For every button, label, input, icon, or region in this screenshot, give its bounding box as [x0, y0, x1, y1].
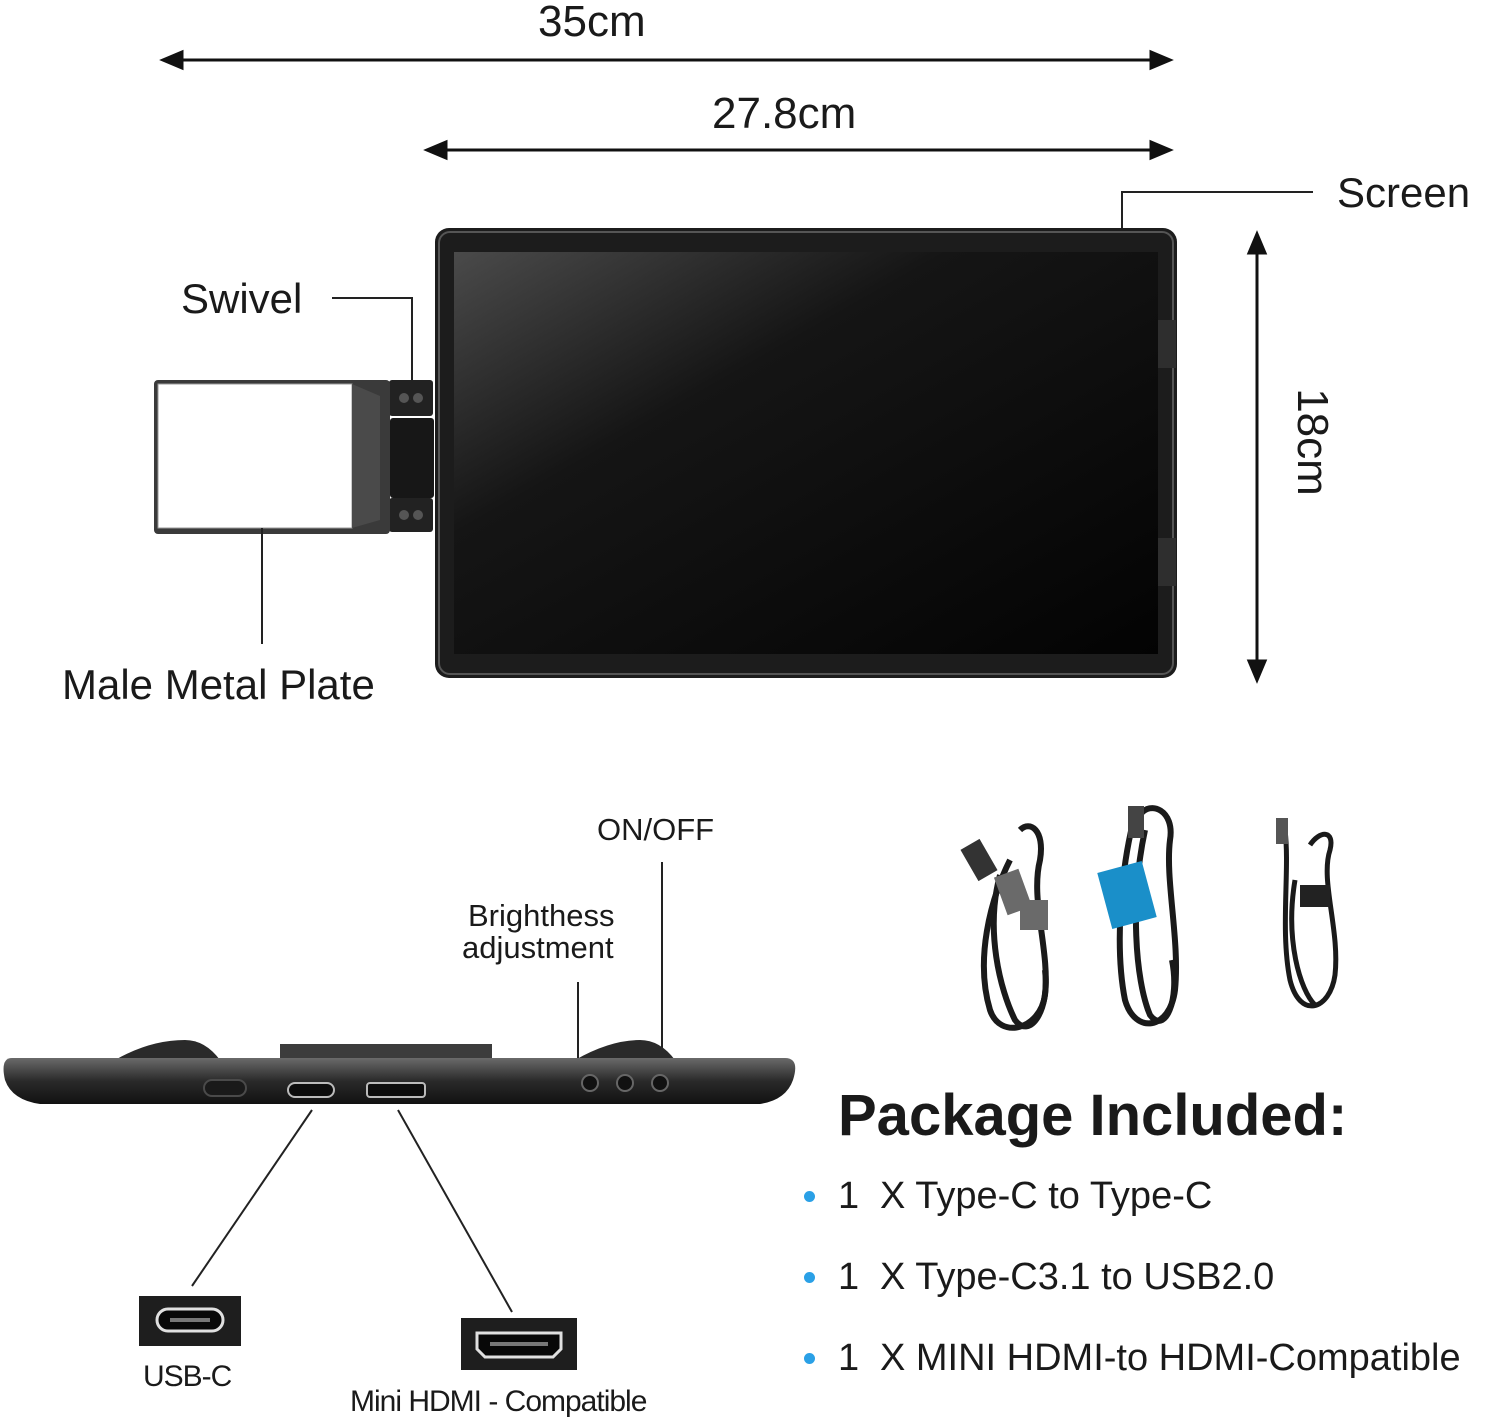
package-list: 1 X Type-C to Type-C 1 X Type-C3.1 to USB2… — [800, 1176, 1461, 1419]
bullet-dot — [804, 1191, 815, 1202]
monitor-front — [435, 228, 1177, 678]
brightness-label-line1: Brighthess — [468, 898, 615, 933]
swivel-label: Swivel — [181, 275, 303, 322]
mini-hdmi-label: Mini HDMI - Compatible — [350, 1385, 647, 1418]
cable-type-c-to-usb — [1097, 805, 1180, 1027]
callout-lines — [191, 191, 1313, 1313]
monitor-side-view — [3, 1040, 796, 1104]
usb-c-port-closeup — [139, 1296, 241, 1346]
package-item-qty: 1 — [838, 1256, 860, 1298]
package-title: Package Included: — [838, 1083, 1348, 1148]
package-item-qty: 1 — [838, 1175, 860, 1217]
dimension-arrow-overall — [159, 49, 1174, 71]
bullet-dot — [804, 1353, 815, 1364]
usb-c-label: USB-C — [143, 1360, 232, 1393]
power-button-label: ON/OFF — [597, 812, 715, 847]
screen-width-label: 27.8cm — [712, 89, 857, 138]
bullet-dot — [804, 1272, 815, 1283]
screen-label: Screen — [1337, 169, 1471, 216]
cable-mini-hdmi-to-hdmi — [1276, 818, 1339, 1009]
package-item-desc: X Type-C to Type-C — [880, 1175, 1213, 1217]
package-item-qty: 1 — [838, 1337, 860, 1379]
cable-type-c-to-type-c — [960, 823, 1049, 1031]
swivel-hinge — [389, 380, 434, 532]
dimension-arrow-screen — [423, 139, 1174, 161]
height-label: 18cm — [1287, 388, 1337, 496]
mini-hdmi-port-closeup — [461, 1318, 577, 1370]
package-item: 1 X MINI HDMI-to HDMI-Compatible — [800, 1338, 1461, 1419]
package-item-desc: X Type-C3.1 to USB2.0 — [880, 1256, 1275, 1298]
package-item-desc: X MINI HDMI-to HDMI-Compatible — [880, 1337, 1461, 1379]
package-item: 1 X Type-C3.1 to USB2.0 — [800, 1257, 1461, 1338]
brightness-label-line2: adjustment — [462, 930, 614, 965]
overall-width-label: 35cm — [538, 0, 646, 46]
package-item: 1 X Type-C to Type-C — [800, 1176, 1461, 1257]
male-metal-plate — [154, 380, 390, 534]
male-metal-plate-label: Male Metal Plate — [62, 661, 375, 708]
dimension-arrow-height — [1246, 230, 1268, 684]
